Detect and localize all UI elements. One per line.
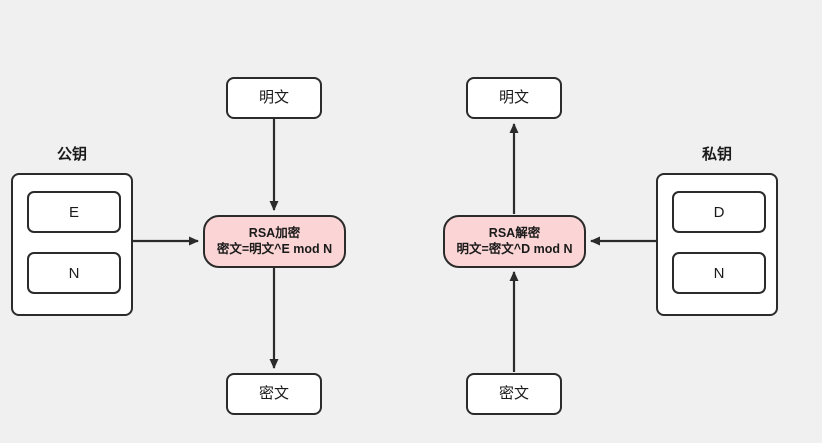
public-key-item-e[interactable]: E (27, 191, 121, 233)
public-key-item-n[interactable]: N (27, 252, 121, 294)
private-key-item-n[interactable]: N (672, 252, 766, 294)
node-rsa-decrypt[interactable]: RSA解密 明文=密文^D mod N (443, 215, 586, 268)
node-plaintext-input[interactable]: 明文 (226, 77, 322, 119)
rsa-encrypt-title: RSA加密 (248, 225, 301, 240)
node-ciphertext-output-label: 密文 (258, 385, 289, 402)
private-key-item-n-label: N (713, 264, 725, 282)
node-plaintext-output[interactable]: 明文 (466, 77, 562, 119)
public-key-label: 公钥 (56, 146, 87, 163)
node-ciphertext-input-label: 密文 (498, 385, 529, 402)
private-key-item-d-label: D (713, 203, 725, 221)
rsa-encrypt-formula: 密文=明文^E mod N (216, 241, 333, 256)
public-key-group[interactable]: E N (11, 173, 133, 316)
private-key-group[interactable]: D N (656, 173, 778, 316)
node-plaintext-output-label: 明文 (498, 89, 529, 106)
private-key-item-d[interactable]: D (672, 191, 766, 233)
node-rsa-encrypt[interactable]: RSA加密 密文=明文^E mod N (203, 215, 346, 268)
node-ciphertext-input[interactable]: 密文 (466, 373, 562, 415)
public-key-item-e-label: E (68, 203, 79, 221)
public-key-item-n-label: N (68, 264, 80, 282)
private-key-label: 私钥 (701, 146, 732, 163)
node-plaintext-input-label: 明文 (258, 89, 289, 106)
rsa-decrypt-title: RSA解密 (488, 225, 541, 240)
rsa-decrypt-formula: 明文=密文^D mod N (456, 241, 573, 256)
node-ciphertext-output[interactable]: 密文 (226, 373, 322, 415)
